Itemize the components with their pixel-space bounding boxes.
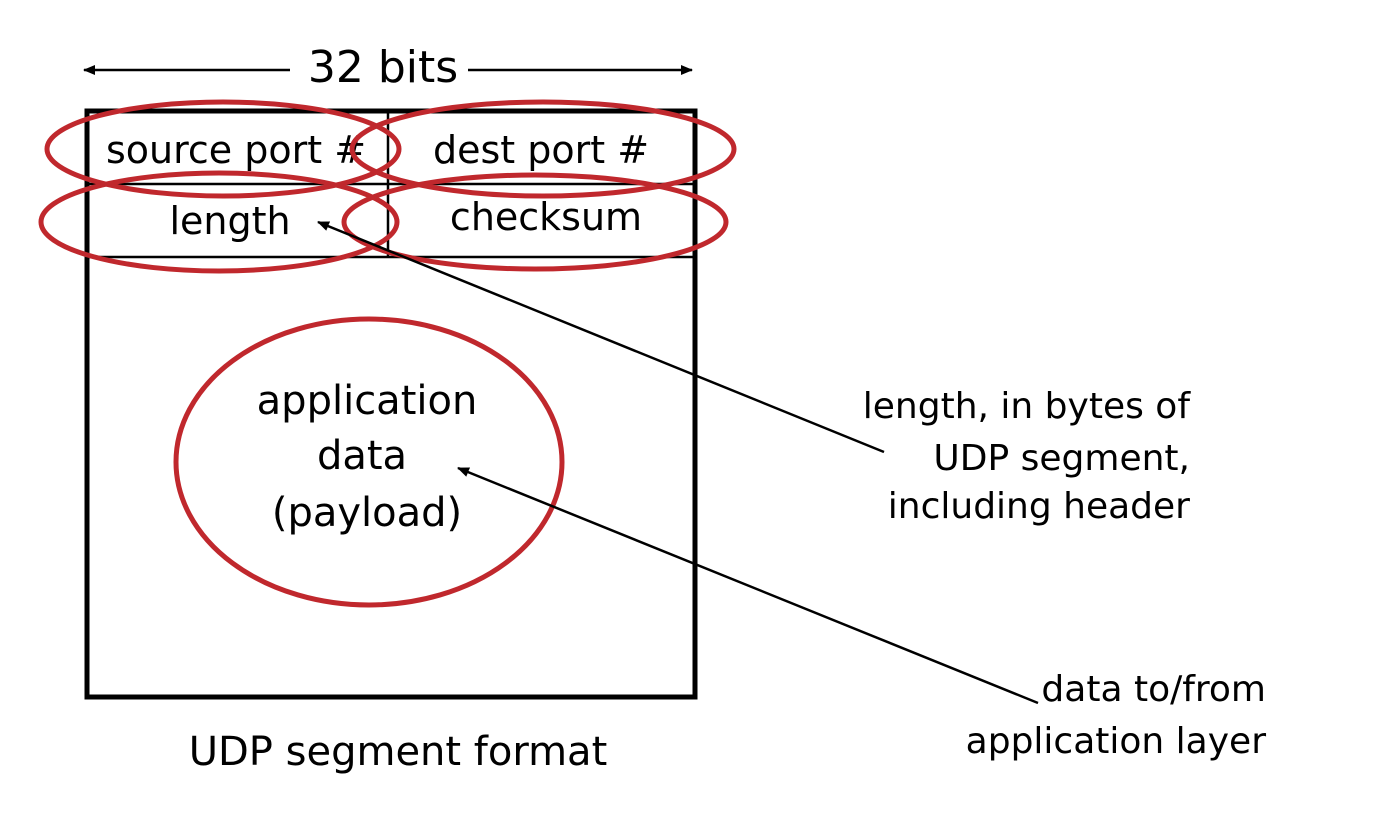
width-label: 32 bits <box>308 42 458 93</box>
checksum-label: checksum <box>450 195 642 239</box>
dest-port-highlight <box>349 99 737 199</box>
data-note-line1: data to/from <box>1041 669 1266 710</box>
data-note-line2: application layer <box>966 721 1267 762</box>
length-note-line2: UDP segment, <box>933 438 1190 479</box>
checksum-highlight <box>341 172 729 272</box>
diagram-caption: UDP segment format <box>189 729 608 775</box>
payload-label-line3: (payload) <box>272 490 462 536</box>
data-pointer <box>457 466 1039 705</box>
dest-port-label: dest port # <box>433 128 649 172</box>
length-note-line3: including header <box>888 486 1190 527</box>
length-note-line1: length, in bytes of <box>863 386 1192 427</box>
length-pointer <box>317 220 885 454</box>
segment-box <box>84 108 698 700</box>
payload-label-line1: application <box>257 378 478 424</box>
source-port-highlight <box>44 99 402 199</box>
source-port-label: source port # <box>106 128 366 172</box>
payload-highlight <box>173 316 565 608</box>
length-highlight <box>38 170 400 274</box>
payload-label-line2: data <box>317 433 407 479</box>
length-label: length <box>169 199 290 243</box>
highlight-ellipses <box>38 99 737 608</box>
